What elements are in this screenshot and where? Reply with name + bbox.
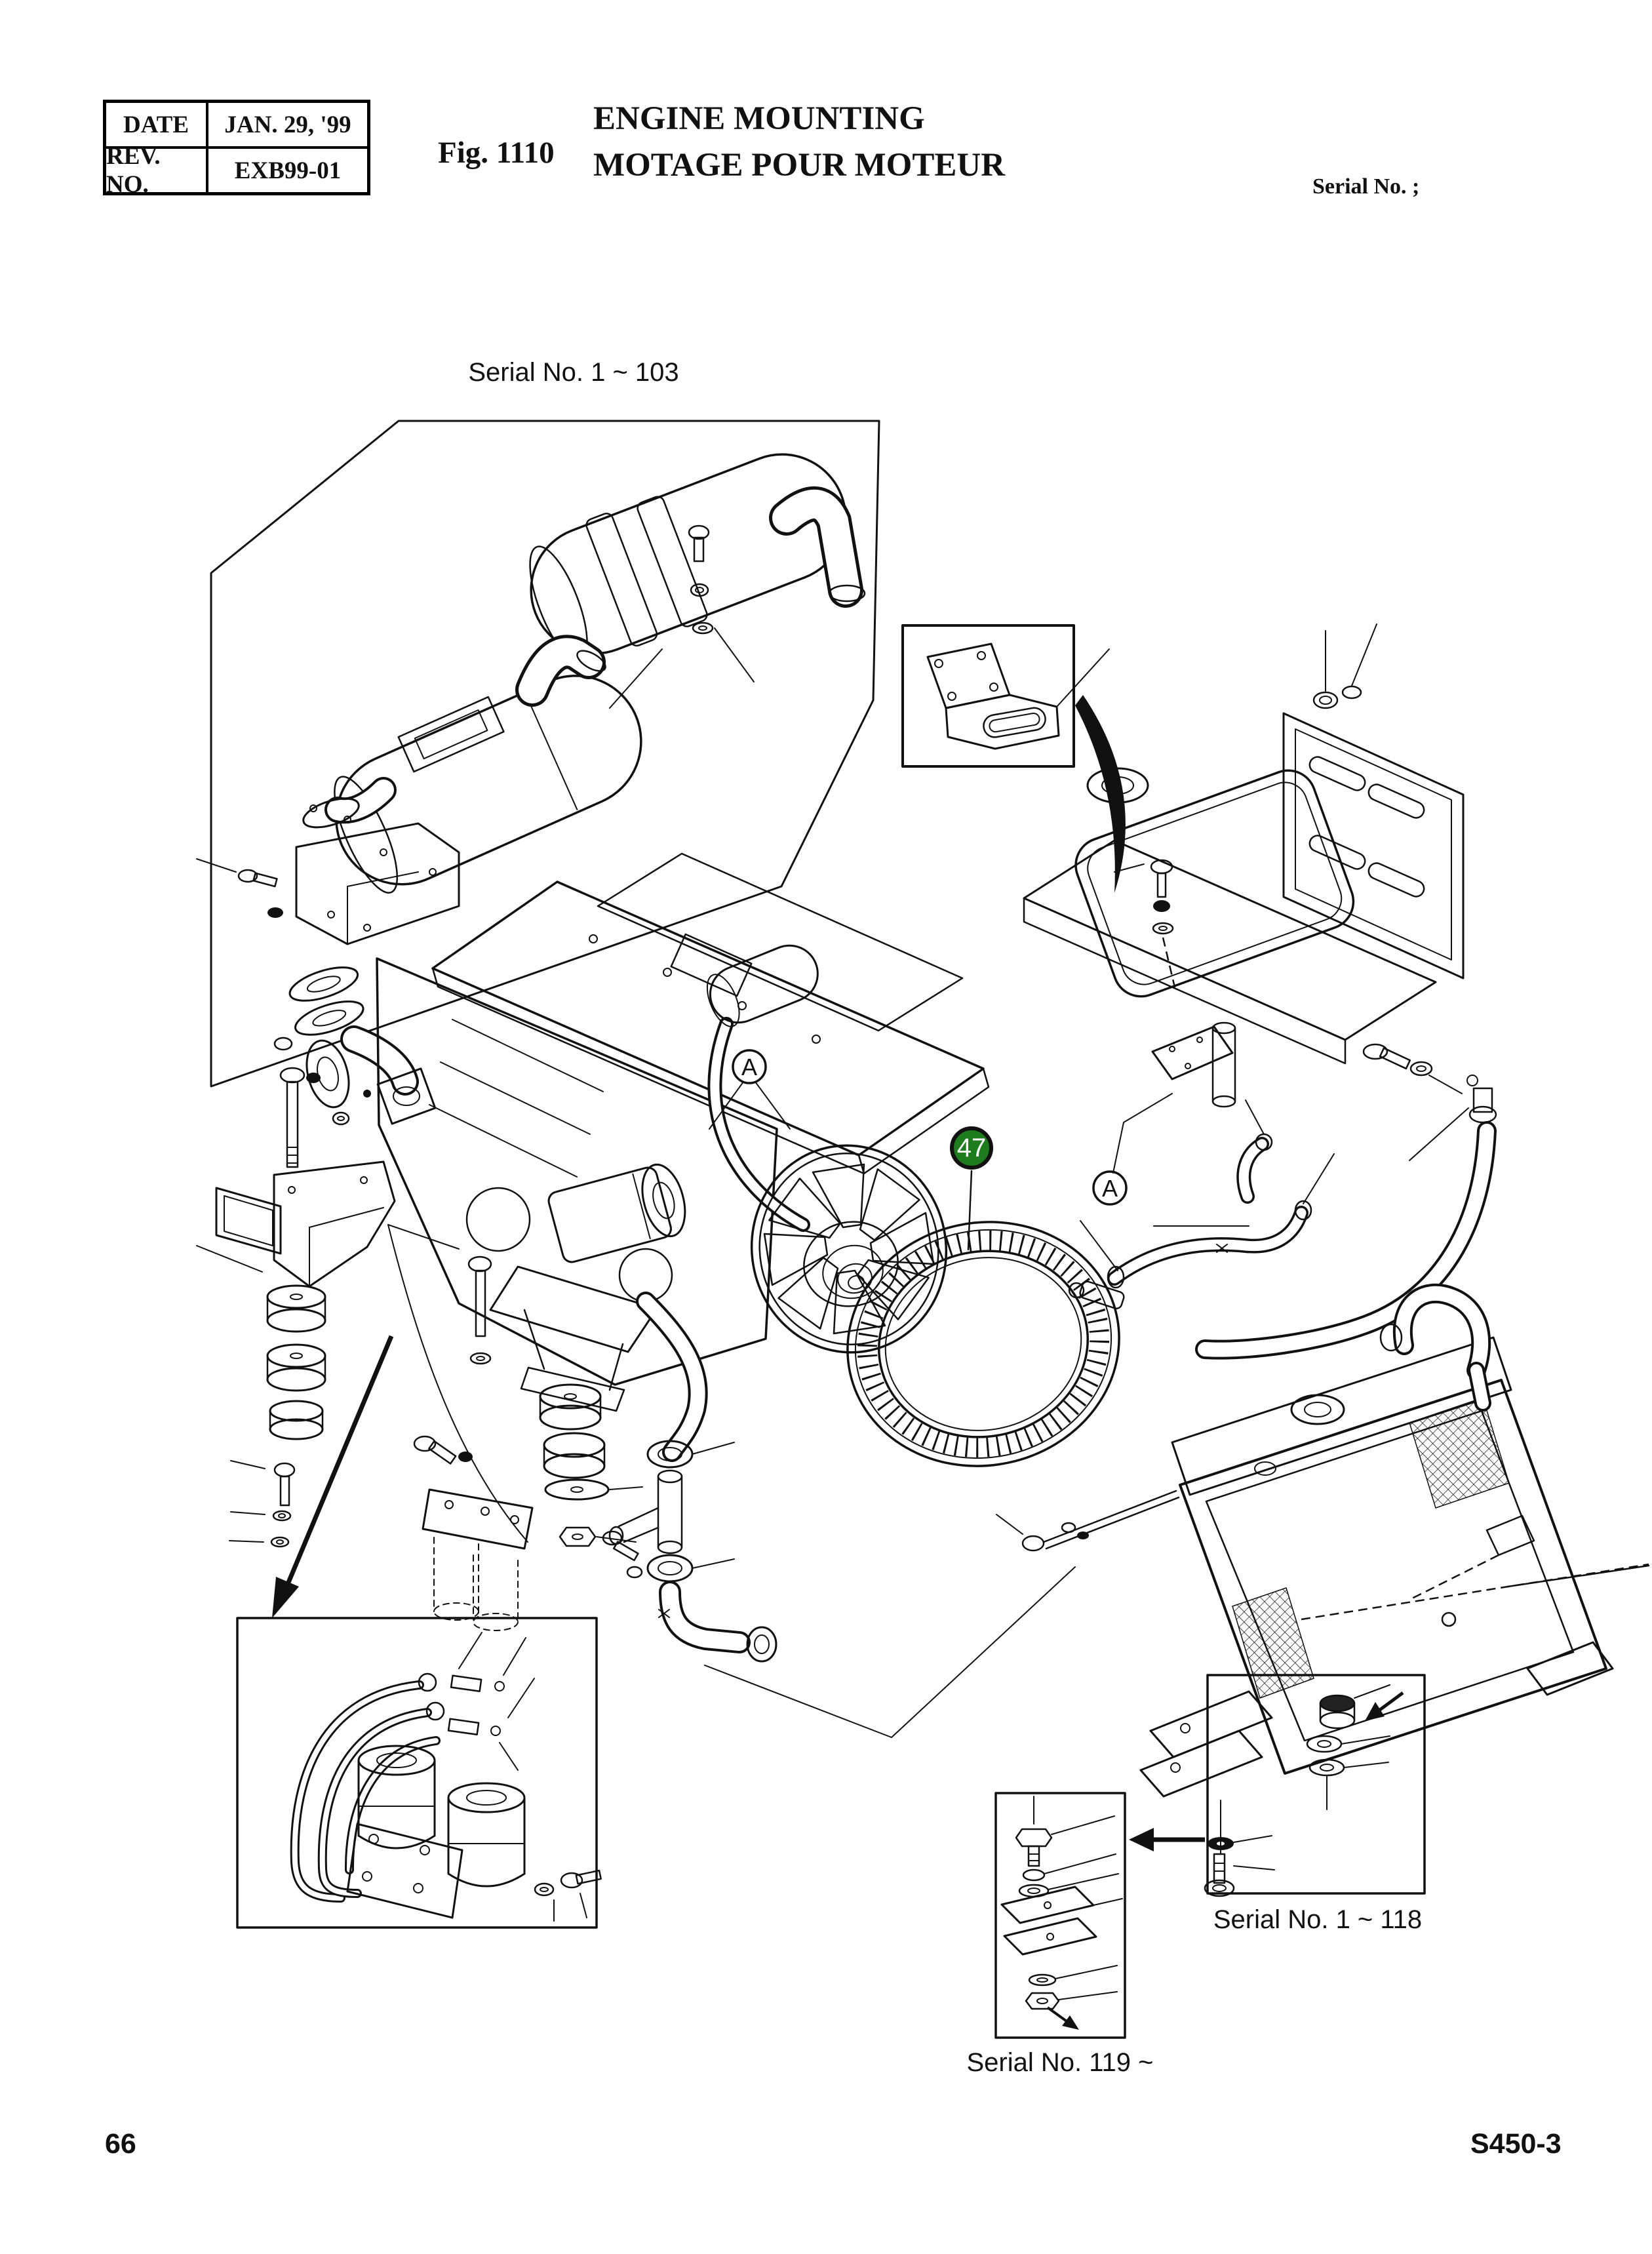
serial-range-bottom-label: Serial No. 119 ~ <box>966 2048 1154 2077</box>
muffler-upper <box>529 453 866 682</box>
table-row: REV. NO. EXB99-01 <box>106 143 367 198</box>
serial-119-box <box>994 1792 1126 2039</box>
oil-filter-ghost <box>272 1224 643 1631</box>
detail-a-markers: A A <box>709 1025 1234 1206</box>
left-mount <box>196 1160 396 1440</box>
air-tank <box>1074 767 1463 1108</box>
cooling-fan <box>750 1144 948 1354</box>
detail-a-letter-1: A <box>741 1054 757 1080</box>
inset-filter-box <box>236 1617 602 1929</box>
part-number-ball: 47 <box>950 1126 993 1170</box>
fan-guard-ring <box>846 1170 1249 1467</box>
serial-range-top-label: Serial No. 1 ~ 103 <box>468 358 679 387</box>
water-pipe-column <box>608 1440 1076 1738</box>
serial-103-boundary <box>210 420 880 1088</box>
rev-no-label: REV. NO. <box>106 143 208 198</box>
table-row: DATE JAN. 29, '99 <box>106 103 367 149</box>
title-english: ENGINE MOUNTING <box>593 100 925 137</box>
page-title: ENGINE MOUNTING MOTAGE POUR MOTEUR <box>593 96 1005 189</box>
title-french: MOTAGE POUR MOTEUR <box>593 147 1006 184</box>
bracket-plate-group <box>1023 623 1465 1065</box>
revision-table: DATE JAN. 29, '99 REV. NO. EXB99-01 <box>103 100 370 198</box>
figure-number: Fig. 1110 <box>438 136 555 170</box>
corner-bracket <box>196 822 460 945</box>
part-number: 47 <box>956 1133 987 1162</box>
misc-hardware <box>1114 859 1176 988</box>
document-code: S450-3 <box>1470 2128 1562 2160</box>
radiator <box>1139 1336 1650 1798</box>
tie-rod <box>996 1490 1180 1552</box>
muffler-lower <box>302 635 663 894</box>
detail-a-letter-2: A <box>1102 1175 1118 1202</box>
date-label: DATE <box>106 103 208 146</box>
serial-118-box <box>1204 1674 1426 1897</box>
rev-no-value: EXB99-01 <box>234 157 342 184</box>
center-mount <box>229 1224 658 1548</box>
page-number: 66 <box>105 2128 136 2160</box>
clamp-detail-box <box>901 624 1110 768</box>
date-value: JAN. 29, '99 <box>224 111 351 138</box>
replacement-arrow <box>1129 1828 1205 1851</box>
serial-note: Serial No. ; <box>1312 174 1420 199</box>
mounting-deck <box>431 852 990 1175</box>
exhaust-manifold-parts <box>273 966 437 1168</box>
engine-block <box>215 944 819 1386</box>
serial-range-right-label: Serial No. 1 ~ 118 <box>1213 1905 1423 1934</box>
radiator-hoses <box>636 1075 1497 1462</box>
